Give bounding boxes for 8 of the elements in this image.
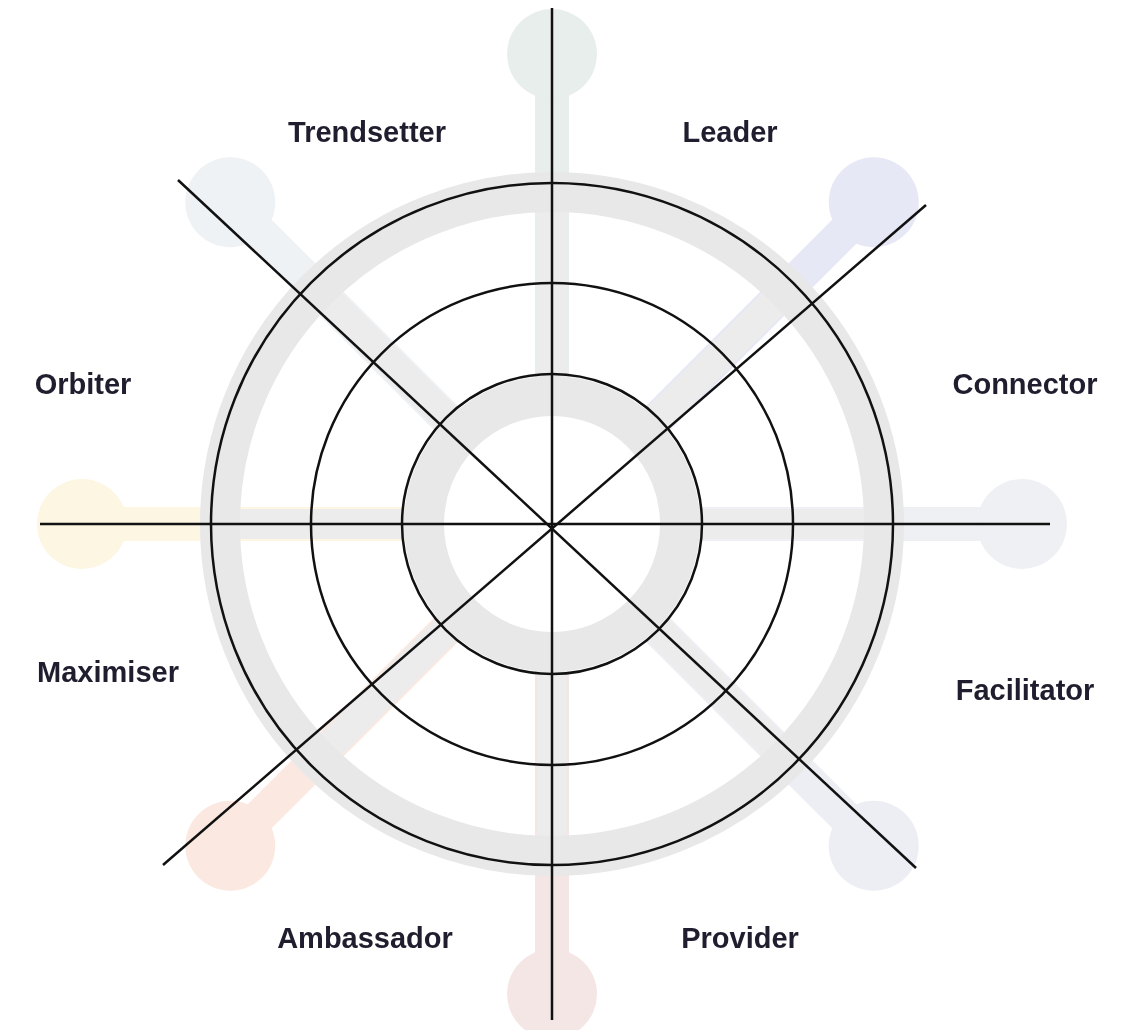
segment-label: Leader bbox=[682, 115, 778, 149]
segment-label: Provider bbox=[681, 921, 799, 955]
segment-label: Maximiser bbox=[37, 655, 179, 689]
segment-label: Orbiter bbox=[34, 367, 132, 401]
segment-label: Connector bbox=[952, 367, 1098, 401]
segment-label: Facilitator bbox=[955, 673, 1095, 707]
segment-label: Ambassador bbox=[277, 921, 453, 955]
segment-label: Trendsetter bbox=[288, 115, 446, 149]
